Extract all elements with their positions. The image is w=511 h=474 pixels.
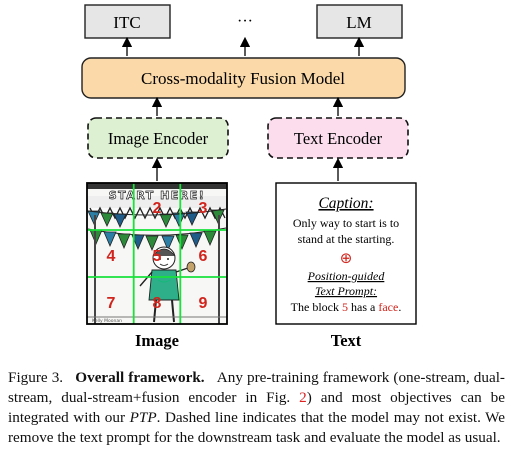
- prompt-sentence: The block 5 has a face.: [291, 300, 402, 314]
- prompt-object: face: [378, 300, 398, 314]
- position-grid: [87, 183, 227, 324]
- output-label-lm: LM: [346, 13, 372, 32]
- output-label-itc: ITC: [113, 13, 140, 32]
- fusion-model-box: Cross-modality Fusion Model: [81, 57, 406, 99]
- caption-line-1: Only way to start is to: [293, 216, 399, 230]
- block-number-3: 3: [199, 200, 208, 217]
- caption-text-2: ) and most objectives can be integrated …: [8, 389, 505, 426]
- block-number-6: 6: [199, 248, 208, 265]
- block-number-7: 7: [107, 295, 116, 312]
- block-number-5: 5: [153, 248, 162, 265]
- block-numbers: 2 3 4 5 6 7 8 9: [107, 200, 208, 312]
- block-number-9: 9: [199, 295, 208, 312]
- output-ellipsis: ···: [237, 13, 253, 30]
- figure-title: Overall framework.: [75, 369, 205, 386]
- text-encoder-label: Text Encoder: [294, 129, 383, 148]
- fusion-model-label: Cross-modality Fusion Model: [141, 69, 345, 88]
- prompt-block-number: 5: [342, 300, 348, 314]
- image-encoder-label: Image Encoder: [108, 129, 209, 148]
- caption-title: Caption:: [318, 195, 373, 212]
- output-box-lm: LM: [316, 4, 403, 39]
- plus-symbol: ⊕: [340, 249, 353, 267]
- prompt-end: .: [398, 300, 401, 314]
- text-encoder-box: Text Encoder: [267, 117, 409, 159]
- prompt-title-2: Text Prompt:: [315, 284, 377, 298]
- figure-label: Figure 3.: [8, 369, 64, 386]
- caption-text-1: Any pre-training framework (one-stream, …: [8, 369, 505, 406]
- framework-diagram: ITC ··· LM Cross-modality Fusion Model I…: [81, 4, 417, 350]
- text-panel-border: [275, 182, 417, 325]
- figure-reference-link[interactable]: 2: [299, 389, 307, 406]
- prompt-mid: has a: [348, 300, 378, 314]
- image-watermark: Kelly Moonan: [92, 318, 122, 324]
- bunting-row-2: [87, 227, 227, 252]
- caption-line-2: stand at the starting.: [298, 232, 395, 246]
- bunting-row-1: [87, 208, 227, 228]
- block-number-8: 8: [153, 295, 162, 312]
- image-encoder-box: Image Encoder: [87, 117, 229, 159]
- block-number-4: 4: [107, 248, 116, 265]
- prompt-title-1: Position-guided: [307, 269, 386, 283]
- image-border: [86, 182, 228, 325]
- output-box-itc: ITC: [84, 4, 171, 39]
- caption-ptp: PTP: [129, 409, 157, 426]
- prompt-pre: The block: [291, 300, 342, 314]
- text-label: Text: [331, 331, 362, 350]
- figure-caption: Figure 3. Overall framework. Any pre-tra…: [8, 368, 505, 448]
- input-image: START HERE!: [86, 182, 228, 325]
- caption-text-3: . Dashed line indicates that the model m…: [8, 409, 506, 446]
- image-label: Image: [135, 331, 179, 350]
- input-text-panel: Caption: Only way to start is to stand a…: [275, 182, 417, 325]
- block-number-2: 2: [153, 200, 162, 217]
